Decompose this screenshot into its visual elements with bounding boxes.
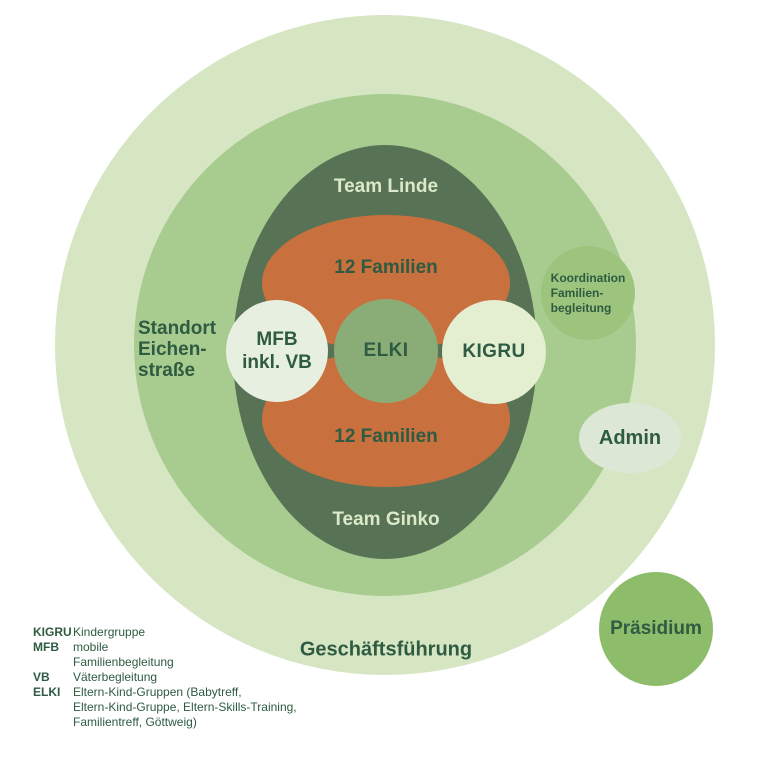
legend-term: VB	[33, 670, 50, 684]
koordination-circle: Koordination Familien- begleitung	[541, 246, 635, 340]
geschaeftsfuehrung-label: Geschäftsführung	[299, 638, 473, 661]
praesidium-circle: Präsidium	[599, 572, 713, 686]
legend-term: KIGRU	[33, 625, 72, 639]
legend-definition: Eltern-Kind-Gruppen (Babytreff, Eltern-K…	[73, 685, 297, 729]
team-linde-label: Team Linde	[333, 176, 439, 197]
legend-definition: Väterbegleitung	[73, 670, 158, 684]
legend-definition: mobile Familienbegleitung	[73, 640, 174, 669]
mfb-label: MFB inkl. VB	[242, 329, 312, 373]
legend-term: ELKI	[33, 685, 61, 699]
koordination-label: Koordination Familien- begleitung	[550, 270, 626, 315]
legend-definition: Kindergruppe	[73, 625, 146, 639]
standort-label: Standort Eichen- straße	[138, 318, 217, 381]
kigru-circle: KIGRU	[442, 300, 546, 404]
families-top-label: 12 Familien	[334, 257, 438, 278]
mfb-circle: MFB inkl. VB	[226, 300, 328, 402]
legend-term: MFB	[33, 640, 59, 654]
families-bottom-label: 12 Familien	[334, 426, 438, 447]
admin-ellipse: Admin	[579, 403, 681, 473]
kigru-label: KIGRU	[462, 341, 526, 362]
elki-label: ELKI	[363, 340, 409, 361]
praesidium-label: Präsidium	[610, 618, 702, 639]
admin-label: Admin	[598, 426, 662, 449]
elki-circle: ELKI	[334, 299, 438, 403]
legend: KIGRU Kindergruppe MFB mobile Familienbe…	[33, 625, 297, 730]
team-ginko-label: Team Ginko	[332, 509, 440, 530]
